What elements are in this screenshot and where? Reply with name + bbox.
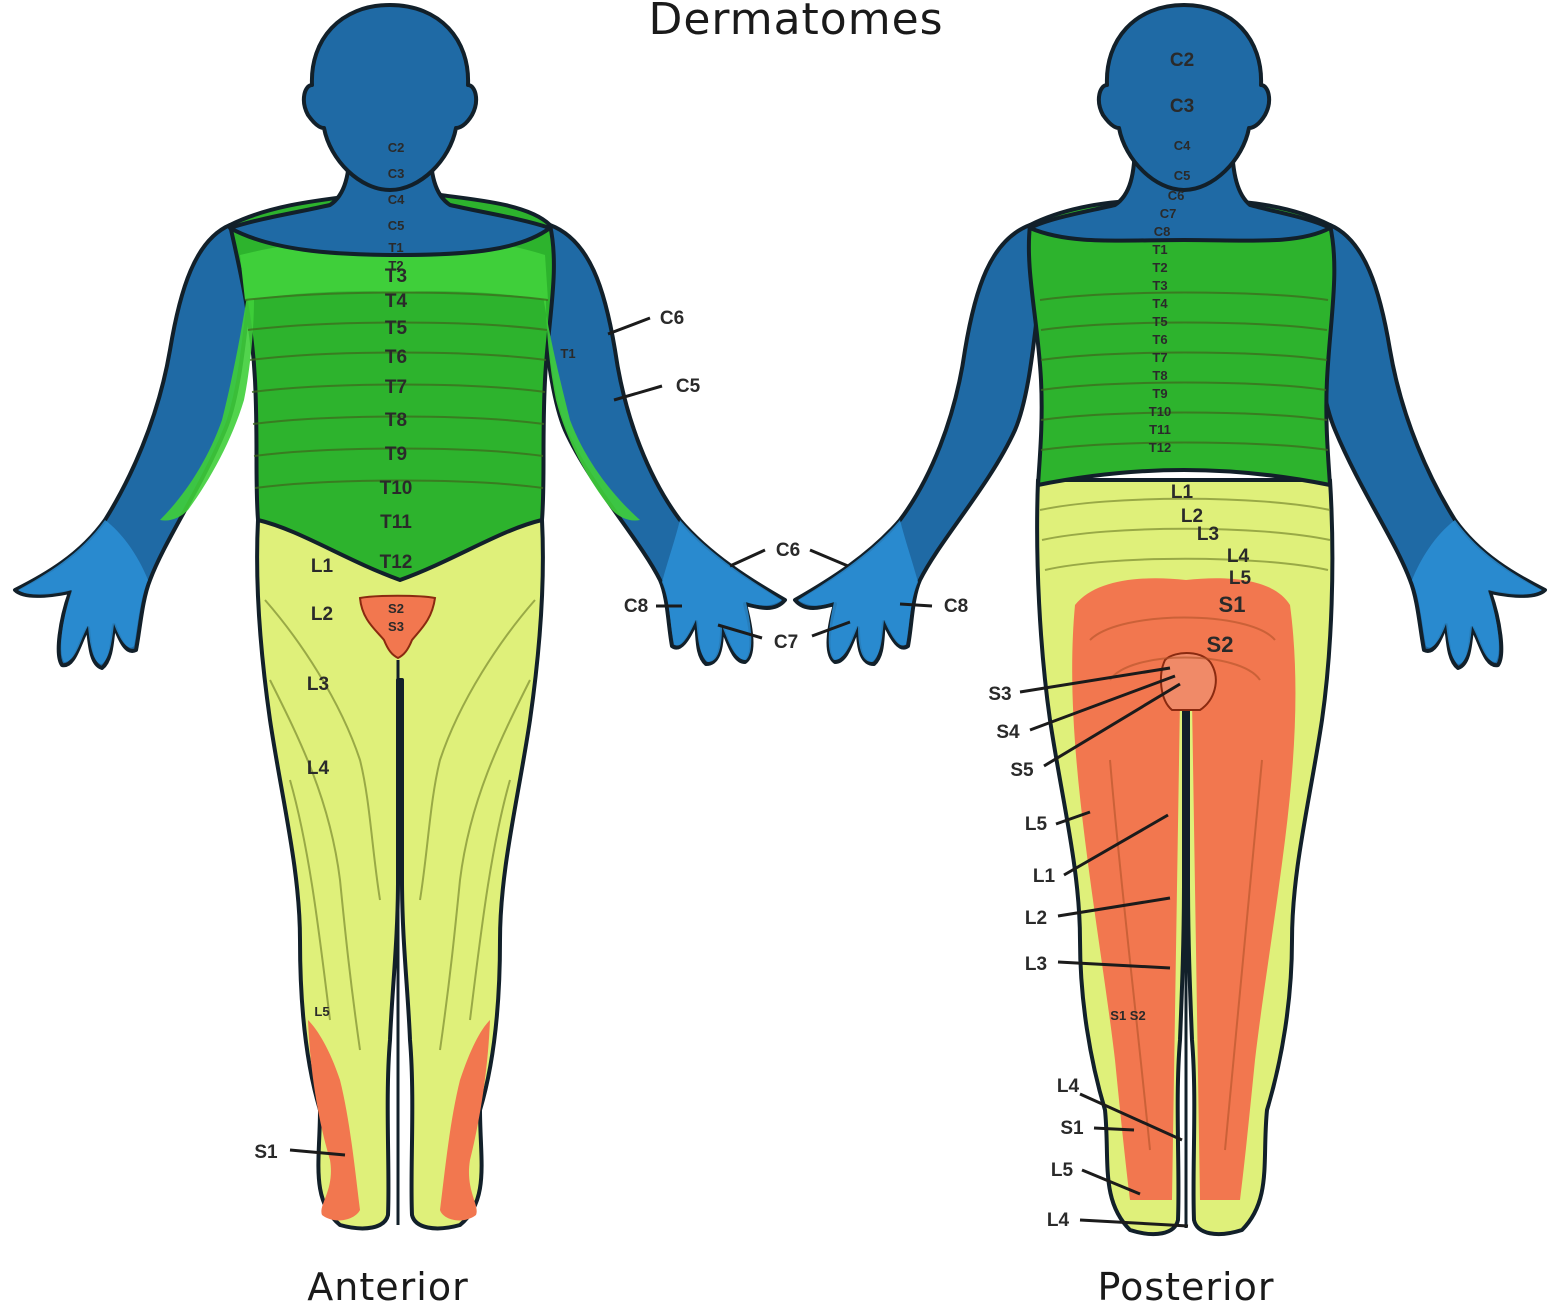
ant-label-s3: S3: [388, 619, 404, 634]
post-label-c2: C2: [1170, 50, 1194, 71]
ant-label-t9: T9: [385, 444, 407, 465]
ant-label-l2: L2: [311, 604, 333, 625]
post-label-t4: T4: [1152, 296, 1168, 311]
ant-label-c3: C3: [388, 166, 405, 181]
anterior-caption: Anterior: [307, 1265, 468, 1309]
post-label-c7: C7: [1160, 206, 1177, 221]
ant-label-t1: T1: [388, 240, 403, 255]
ant-leader-c6-arm: [608, 318, 650, 334]
ant-label-l4: L4: [307, 758, 330, 779]
ant-label-t4: T4: [385, 291, 408, 312]
post-label-s2: S2: [1207, 632, 1234, 657]
ant-label-t10: T10: [380, 478, 413, 499]
ant-label-t8: T8: [385, 410, 407, 431]
ant-label-s2: S2: [388, 601, 404, 616]
post-label-l5-leg: L5: [1025, 814, 1048, 835]
posterior-perianal: [1161, 653, 1216, 710]
post-label-s3: S3: [988, 684, 1011, 705]
post-label-t12: T12: [1149, 440, 1171, 455]
post-label-t3: T3: [1152, 278, 1167, 293]
post-label-t10: T10: [1149, 404, 1171, 419]
post-label-l4: L4: [1227, 546, 1250, 567]
post-label-l4-ankle: L4: [1057, 1076, 1080, 1097]
post-label-s1: S1: [1219, 592, 1246, 617]
anterior-figure: [15, 5, 785, 1228]
post-label-t2: T2: [1152, 260, 1167, 275]
ant-label-c8-hand: C8: [624, 596, 648, 617]
post-label-t1: T1: [1152, 242, 1167, 257]
post-label-l1: L1: [1171, 482, 1194, 503]
ant-label-l1: L1: [311, 556, 334, 577]
post-label-c8: C8: [1154, 224, 1171, 239]
ant-label-c5-arm: C5: [676, 376, 701, 397]
ant-label-s1: S1: [254, 1142, 278, 1163]
ant-label-c2: C2: [388, 140, 405, 155]
posterior-caption: Posterior: [1098, 1265, 1275, 1309]
ant-label-t5: T5: [385, 318, 408, 339]
post-label-c4: C4: [1174, 138, 1191, 153]
post-label-l5: L5: [1229, 568, 1252, 589]
post-label-l4-sole: L4: [1047, 1210, 1070, 1231]
ant-label-l5: L5: [314, 1004, 329, 1019]
ant-label-t3: T3: [385, 266, 407, 287]
ant-label-c5: C5: [388, 218, 405, 233]
post-label-t9: T9: [1152, 386, 1167, 401]
post-leader-s1-ankle: [1094, 1128, 1134, 1130]
post-label-c5: C5: [1174, 168, 1191, 183]
post-leader-c6-hand: [810, 550, 848, 566]
post-label-l3: L3: [1197, 524, 1219, 545]
post-label-l1-leg: L1: [1033, 866, 1056, 887]
ant-label-t12: T12: [380, 552, 413, 573]
ant-label-t6: T6: [385, 347, 407, 368]
ant-label-t11: T11: [380, 512, 412, 533]
post-label-c6: C6: [1168, 188, 1185, 203]
anterior-head: [304, 5, 476, 190]
post-label-l3-leg: L3: [1025, 954, 1047, 975]
ant-leader-c6-hand: [730, 550, 765, 566]
post-label-t6: T6: [1152, 332, 1167, 347]
post-label-t7: T7: [1152, 350, 1167, 365]
ant-label-c4: C4: [388, 192, 405, 207]
ant-label-c6-arm: C6: [660, 308, 684, 329]
post-label-c3: C3: [1170, 96, 1194, 117]
post-label-t8: T8: [1152, 368, 1167, 383]
ant-label-l3: L3: [307, 674, 329, 695]
ant-label-t1-arm: T1: [560, 346, 575, 361]
post-label-t5: T5: [1152, 314, 1167, 329]
ant-label-t7: T7: [385, 377, 407, 398]
post-label-s1s2-calf: S1 S2: [1110, 1008, 1145, 1023]
post-label-t11: T11: [1149, 422, 1171, 437]
post-leader-c8-hand: [900, 604, 932, 606]
post-label-s5: S5: [1010, 760, 1034, 781]
hand-label-c6: C6: [776, 540, 800, 561]
post-label-s4: S4: [996, 722, 1020, 743]
post-label-c8-hand: C8: [944, 596, 968, 617]
post-label-s1-ankle: S1: [1060, 1118, 1084, 1139]
diagram-title: Dermatomes: [648, 0, 943, 45]
post-label-l2-leg: L2: [1025, 908, 1047, 929]
hand-label-c7: C7: [774, 632, 798, 653]
post-label-l5-ankle: L5: [1051, 1160, 1074, 1181]
